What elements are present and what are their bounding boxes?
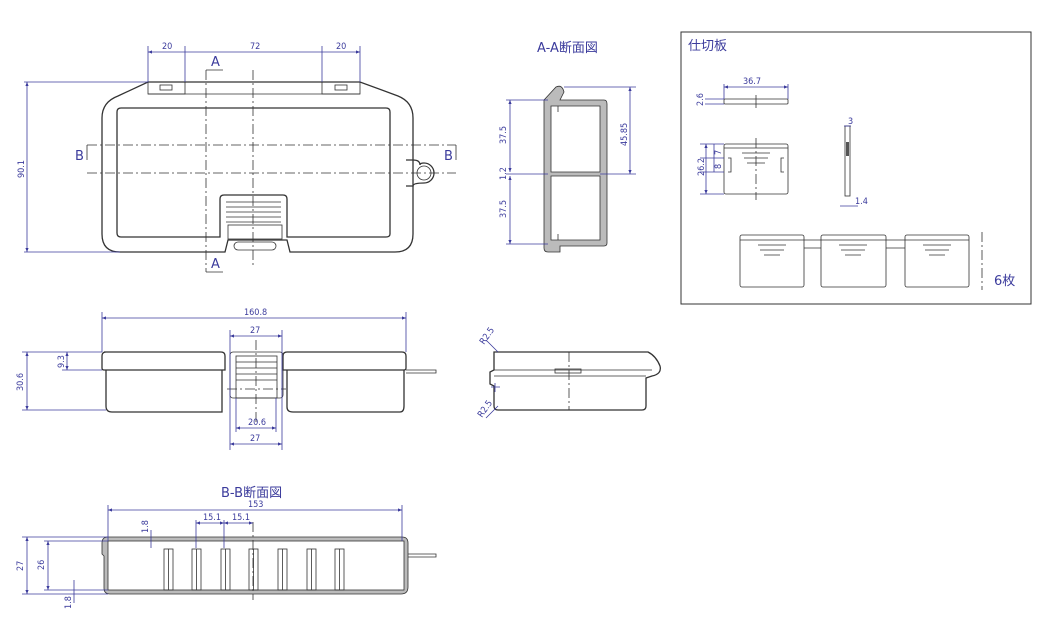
partition-row bbox=[739, 232, 983, 290]
partition-title: 仕切板 bbox=[688, 39, 727, 54]
dim-thickness: 2.6 bbox=[696, 93, 706, 106]
dim-pitch-2: 15.1 bbox=[232, 513, 250, 523]
dim-wall-bottom: 1.8 bbox=[64, 596, 74, 609]
dim-side-bottom: 1.4 bbox=[855, 197, 868, 207]
dim-depth: 45.85 bbox=[620, 123, 630, 146]
side-view: R2.5 R2.5 bbox=[476, 326, 661, 420]
dim-inner-width: 153 bbox=[248, 500, 263, 510]
partition-quantity: 6枚 bbox=[994, 274, 1015, 289]
dim-lower: 37.5 bbox=[499, 200, 509, 218]
dim-lid: 9.3 bbox=[57, 355, 67, 368]
top-view: A A B B 20 72 20 90.1 bbox=[17, 42, 457, 273]
dim-divider: 1.2 bbox=[499, 167, 509, 180]
dim-upper: 37.5 bbox=[499, 126, 509, 144]
aa-section-title: A-A断面図 bbox=[537, 41, 598, 56]
partition-front bbox=[723, 138, 789, 200]
bb-section: B-B断面図 153 15.1 15.1 1.8 27 26 1.8 bbox=[16, 486, 437, 609]
dim-pitch-1: 15.1 bbox=[203, 513, 221, 523]
dim-latch-bottom: 27 bbox=[250, 434, 260, 444]
dim-latch-inner: 20.6 bbox=[248, 418, 266, 428]
ribs bbox=[163, 548, 345, 591]
partition-panel: 仕切板 36.7 2.6 26.2 7 8 3 1.4 6枚 bbox=[680, 31, 1032, 305]
section-a-label-bottom: A bbox=[211, 257, 220, 272]
front-view: 160.8 27 20.6 27 30.6 9.3 bbox=[16, 308, 437, 450]
dim-height: 30.6 bbox=[16, 373, 26, 391]
partition-side bbox=[840, 125, 858, 207]
dim-width: 160.8 bbox=[244, 308, 267, 318]
bb-section-title: B-B断面図 bbox=[221, 486, 282, 501]
dim-radius-top: R2.5 bbox=[478, 326, 497, 347]
dim-radius-bottom: R2.5 bbox=[476, 399, 495, 420]
dim-inner-height: 26 bbox=[37, 560, 47, 570]
dim-center: 72 bbox=[250, 42, 260, 52]
section-a-label-top: A bbox=[211, 55, 220, 70]
dim-latch-top: 27 bbox=[250, 326, 260, 336]
dim-length: 36.7 bbox=[743, 77, 761, 87]
dim-slot-upper: 7 bbox=[714, 150, 724, 155]
dim-outer-height: 27 bbox=[16, 561, 26, 571]
dim-side-top: 3 bbox=[848, 117, 853, 127]
section-b-label-right: B bbox=[444, 149, 453, 164]
dim-left-tab: 20 bbox=[162, 42, 172, 52]
section-b-label-left: B bbox=[75, 149, 84, 164]
dim-height: 26.2 bbox=[697, 158, 707, 176]
dim-slot-lower: 8 bbox=[714, 164, 724, 169]
aa-section: A-A断面図 37.5 1.2 37.5 45.85 bbox=[499, 41, 636, 253]
dim-wall-top: 1.8 bbox=[141, 520, 151, 533]
dim-right-tab: 20 bbox=[336, 42, 346, 52]
dim-height: 90.1 bbox=[17, 160, 27, 178]
